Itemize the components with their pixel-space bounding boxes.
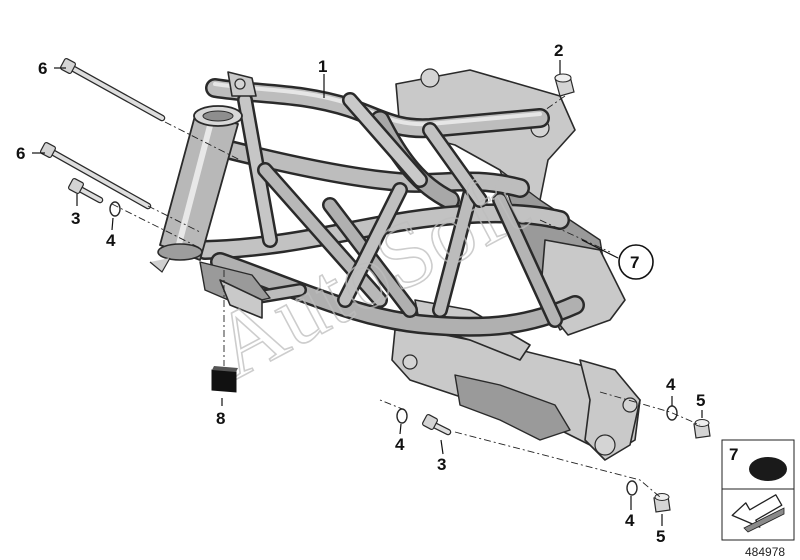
callout-6-upper: 6 — [38, 59, 47, 78]
callout-3-left: 3 — [71, 209, 80, 228]
callout-5-upper: 5 — [696, 391, 705, 410]
washer-4-left — [109, 201, 121, 217]
main-frame — [149, 68, 641, 461]
long-bolt-6-lower — [39, 141, 152, 210]
long-bolt-6-upper — [59, 57, 166, 122]
callout-2: 2 — [554, 41, 563, 60]
short-bolt-3-left — [67, 177, 104, 204]
callout-4-lower-left: 4 — [395, 435, 405, 454]
callout-5-lower: 5 — [656, 527, 665, 546]
nut-2 — [554, 73, 575, 97]
callout-3-lower: 3 — [437, 455, 446, 474]
nut-5-lower — [653, 493, 671, 513]
adhesive-marker-icon — [749, 457, 787, 481]
callout-4-right-lower: 4 — [625, 511, 635, 530]
callout-7-circle — [618, 244, 654, 280]
callout-8: 8 — [216, 409, 225, 428]
washer-4-lower-left — [396, 408, 408, 424]
callout-4-right-upper: 4 — [666, 375, 676, 394]
top-lug — [227, 71, 257, 97]
legend-box: 7 — [721, 439, 795, 541]
fasteners — [39, 57, 711, 513]
callout-7: 7 — [630, 253, 639, 272]
assembly-axis-lines — [111, 95, 701, 498]
frame-tubes — [195, 78, 585, 337]
label-plate-8 — [211, 366, 238, 393]
callout-1: 1 — [318, 57, 327, 76]
steering-head — [149, 105, 271, 319]
callout-6-lower: 6 — [16, 144, 25, 163]
callout-4-left: 4 — [106, 231, 116, 250]
short-bolt-3-lower — [421, 413, 452, 436]
reference-number: 484978 — [745, 545, 785, 559]
leader-lines — [32, 60, 703, 526]
washer-4-right-lower — [626, 480, 638, 496]
callout-labels: 1 2 6 6 3 4 8 4 3 4 5 4 5 7 — [16, 41, 705, 546]
legend-item-label: 7 — [729, 445, 738, 464]
arrow-pointer-icon — [731, 494, 785, 533]
nut-5-upper — [693, 419, 711, 439]
